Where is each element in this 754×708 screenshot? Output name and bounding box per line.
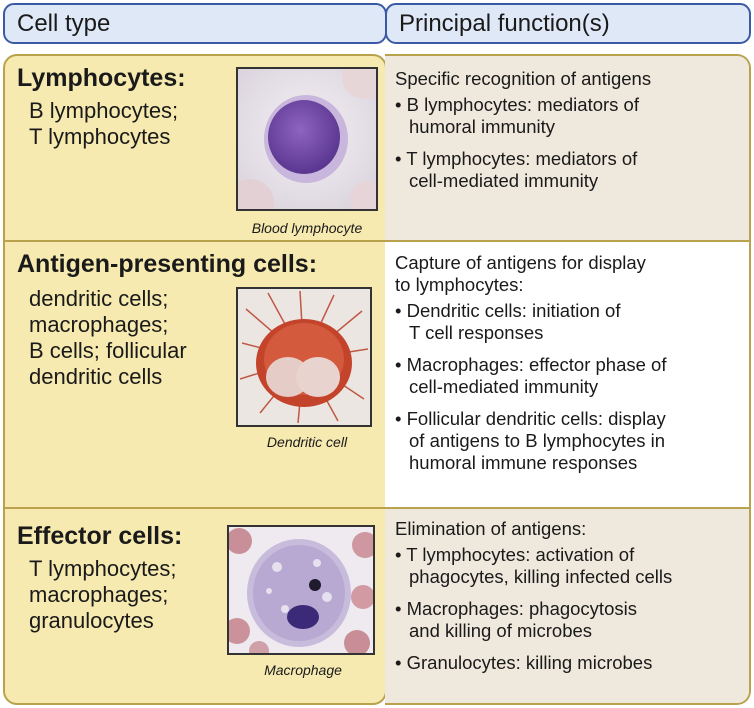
header-cell-type: Cell type [3, 3, 387, 44]
bullet-line: humoral immunity [409, 116, 555, 137]
blood-lymphocyte-caption: Blood lymphocyte [251, 220, 363, 236]
blood-lymphocyte-image [236, 67, 378, 211]
bullet-line: • Macrophages: effector phase of [395, 354, 667, 375]
cell-type-column: Lymphocytes: B lymphocytes; T lymphocyte… [3, 54, 387, 705]
heading-line: Capture of antigens for display [395, 252, 646, 273]
principal-functions-column: Specific recognition of antigens • B lym… [385, 54, 751, 705]
header-principal-functions: Principal function(s) [385, 3, 751, 44]
function-bullet: • Follicular dendritic cells: display of… [395, 408, 666, 474]
macrophage-caption: Macrophage [264, 662, 342, 678]
function-bullet: • Dendritic cells: initiation of T cell … [395, 300, 666, 344]
bullet-line: phagocytes, killing infected cells [409, 566, 673, 587]
lymphocytes-subtypes: B lymphocytes; T lymphocytes [29, 98, 178, 150]
effector-cells-functions: Elimination of antigens: • T lymphocytes… [395, 518, 672, 684]
apc-subtypes: dendritic cells; macrophages; B cells; f… [29, 286, 187, 390]
bullet-line: • Macrophages: phagocytosis [395, 598, 637, 619]
function-bullet: • T lymphocytes: mediators of cell-media… [395, 148, 651, 192]
function-bullet: • T lymphocytes: activation of phagocyte… [395, 544, 672, 588]
subtype-item: macrophages; [29, 312, 169, 337]
row-divider-2 [5, 507, 385, 509]
lymphocytes-title: Lymphocytes: [17, 64, 186, 92]
subtype-item: dendritic cells [29, 364, 163, 389]
bullet-line: • T lymphocytes: activation of [395, 544, 635, 565]
subtype-item: B lymphocytes; [29, 98, 179, 123]
dendritic-cell-caption: Dendritic cell [266, 434, 348, 450]
bullet-line: • Dendritic cells: initiation of [395, 300, 621, 321]
bullet-line: humoral immune responses [409, 452, 638, 473]
function-bullet: • Macrophages: phagocytosis and killing … [395, 598, 672, 642]
bullet-line: cell-mediated immunity [409, 376, 599, 397]
function-heading: Specific recognition of antigens [395, 68, 652, 89]
function-band-1 [385, 56, 749, 240]
subtype-item: dendritic cells; [29, 286, 169, 311]
bullet-line: • Follicular dendritic cells: display [395, 408, 666, 429]
effector-cells-subtypes: T lymphocytes; macrophages; granulocytes [29, 556, 177, 634]
bullet-line: T cell responses [409, 322, 544, 343]
bullet-line: and killing of microbes [409, 620, 593, 641]
row-divider-2-right [385, 507, 749, 509]
function-band-3 [385, 507, 749, 703]
row-divider-1-right [385, 240, 749, 242]
subtype-item: macrophages; [29, 582, 169, 607]
bullet-line: • T lymphocytes: mediators of [395, 148, 638, 169]
subtype-item: B cells; follicular [29, 338, 187, 363]
bullet-line: of antigens to B lymphocytes in [409, 430, 666, 451]
subtype-item: T lymphocytes [29, 124, 171, 149]
dendritic-cell-image [236, 287, 372, 427]
bullet-line: cell-mediated immunity [409, 170, 599, 191]
function-bullet: • B lymphocytes: mediators of humoral im… [395, 94, 651, 138]
header-cell-type-label: Cell type [17, 10, 111, 37]
apc-functions: Capture of antigens for display to lymph… [395, 252, 666, 484]
apc-title: Antigen-presenting cells: [17, 250, 318, 278]
heading-line: to lymphocytes: [395, 274, 524, 295]
function-bullet: • Macrophages: effector phase of cell-me… [395, 354, 666, 398]
row-divider-1 [5, 240, 385, 242]
function-bullet: • Granulocytes: killing microbes [395, 652, 672, 674]
subtype-item: T lymphocytes; [29, 556, 177, 581]
function-heading: Elimination of antigens: [395, 518, 587, 539]
header-principal-functions-label: Principal function(s) [399, 10, 610, 37]
bullet-line: • B lymphocytes: mediators of [395, 94, 639, 115]
effector-cells-title: Effector cells: [17, 522, 183, 550]
function-heading: Capture of antigens for display to lymph… [395, 252, 666, 296]
macrophage-image [227, 525, 375, 655]
subtype-item: granulocytes [29, 608, 154, 633]
lymphocytes-functions: Specific recognition of antigens • B lym… [395, 68, 651, 202]
bullet-line: • Granulocytes: killing microbes [395, 652, 653, 673]
